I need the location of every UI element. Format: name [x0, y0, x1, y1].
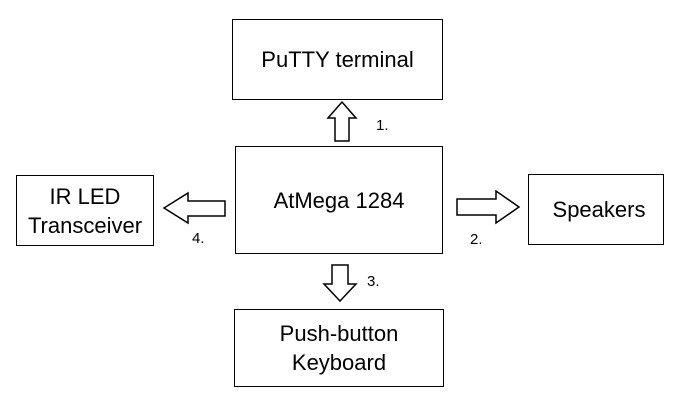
edge-label-1: 1.	[376, 117, 389, 134]
node-putty-terminal: PuTTY terminal	[232, 19, 443, 100]
edge-label-3: 3.	[367, 273, 380, 290]
arrow-up-to-putty	[326, 100, 358, 142]
node-atmega-1284: AtMega 1284	[235, 146, 443, 254]
arrow-right-to-speakers	[456, 189, 521, 225]
edge-label-4: 4.	[192, 230, 205, 247]
arrow-left-to-ir	[162, 191, 226, 225]
node-speakers: Speakers	[528, 174, 664, 245]
node-push-button-keyboard: Push-button Keyboard	[234, 309, 444, 387]
arrow-down-to-keyboard	[322, 264, 358, 303]
node-ir-led-transceiver: IR LED Transceiver	[16, 175, 154, 246]
edge-label-2: 2.	[470, 231, 483, 248]
